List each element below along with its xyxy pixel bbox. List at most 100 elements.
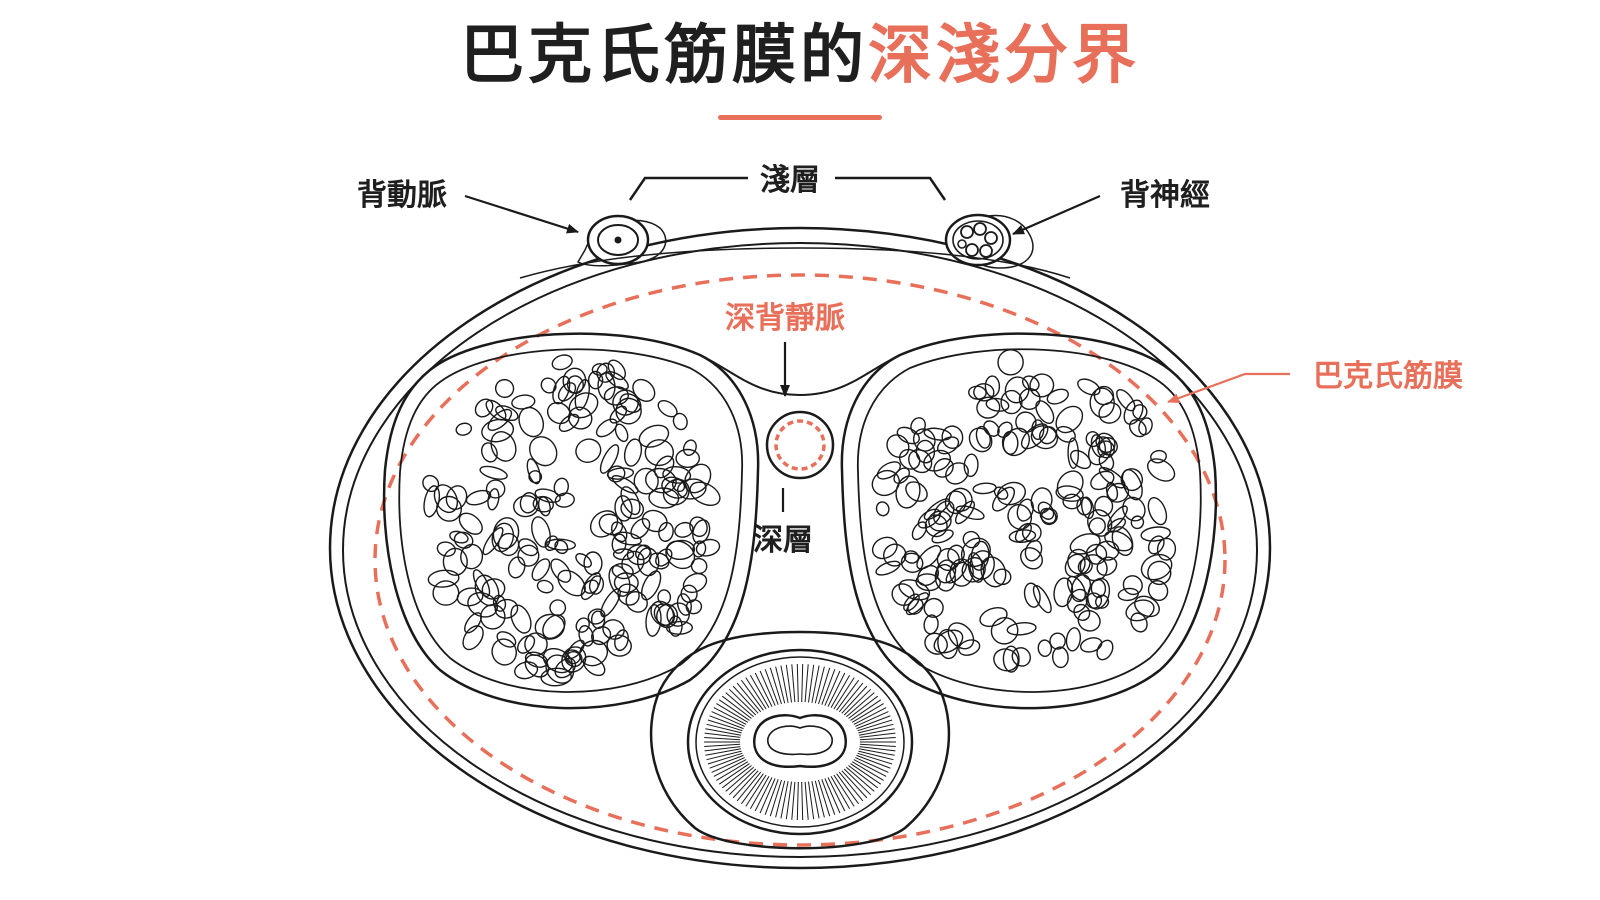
tissue-cell bbox=[526, 458, 541, 485]
tissue-cell bbox=[883, 543, 907, 567]
tissue-cell bbox=[875, 501, 890, 517]
tissue-cell bbox=[1032, 584, 1052, 614]
tissue-cell bbox=[562, 367, 587, 394]
spongiosum-ray bbox=[818, 779, 831, 817]
tissue-cell bbox=[1004, 376, 1030, 404]
spongiosum-ray bbox=[780, 781, 789, 819]
tissue-cell bbox=[645, 467, 677, 494]
tissue-cell bbox=[955, 505, 985, 521]
tissue-cell bbox=[600, 588, 621, 618]
tissue-cell bbox=[871, 536, 898, 560]
spongiosum-ray bbox=[749, 776, 770, 810]
tissue-cell bbox=[621, 550, 645, 575]
tissue-cell bbox=[596, 362, 616, 383]
tissue-cell bbox=[967, 552, 985, 583]
spongiosum-ray bbox=[857, 719, 893, 732]
tissue-cell bbox=[518, 538, 539, 557]
tissue-cell bbox=[611, 533, 627, 554]
tissue-cell bbox=[923, 498, 951, 521]
spongiosum-ray bbox=[740, 679, 764, 711]
spongiosum-ray bbox=[775, 666, 786, 704]
tissue-cell bbox=[645, 604, 662, 637]
tissue-cell bbox=[1147, 535, 1165, 555]
dorsal-nerve-label: 背神經 bbox=[1120, 178, 1210, 213]
tissue-cell bbox=[620, 486, 641, 516]
tissue-cell bbox=[695, 538, 721, 557]
tissue-cell bbox=[984, 375, 1001, 398]
tissue-cell bbox=[1147, 560, 1172, 586]
tissue-cell bbox=[479, 465, 508, 480]
spongiosum-ray bbox=[848, 695, 879, 719]
tissue-cell bbox=[980, 556, 1007, 588]
superficial-layer-bracket bbox=[628, 176, 947, 201]
tissue-cell bbox=[658, 521, 674, 542]
tissue-cell bbox=[1120, 468, 1144, 492]
spongiosum-ray bbox=[775, 780, 786, 818]
tissue-cell bbox=[675, 448, 701, 468]
tissue-cell bbox=[937, 628, 959, 660]
tissue-cell bbox=[613, 572, 639, 594]
tissue-cell bbox=[1140, 526, 1171, 542]
dorsal-nerve-arrow bbox=[1012, 194, 1101, 236]
tissue-cell bbox=[540, 377, 557, 394]
spongiosum-ray bbox=[785, 781, 792, 820]
tissue-cell bbox=[464, 612, 482, 634]
spongiosum-ray bbox=[705, 728, 741, 736]
spongiosum-ray bbox=[732, 685, 759, 714]
tissue-cell bbox=[575, 438, 602, 463]
inner-skin-boundary bbox=[342, 242, 1258, 858]
tissue-cell bbox=[494, 598, 519, 619]
tissue-cell bbox=[871, 469, 900, 497]
tissue-cell bbox=[599, 444, 620, 474]
tissue-cell bbox=[1023, 582, 1041, 608]
tissue-cell bbox=[611, 562, 634, 580]
tissue-cell bbox=[895, 475, 921, 509]
tissue-cell bbox=[937, 436, 960, 455]
tissue-cell bbox=[990, 617, 1019, 645]
tissue-cell bbox=[657, 400, 678, 418]
spongiosum-ray bbox=[736, 682, 762, 713]
tissue-cell bbox=[1156, 537, 1177, 561]
spongiosum-ray bbox=[838, 682, 864, 713]
tissue-cell bbox=[630, 518, 651, 540]
tissue-cell bbox=[1107, 505, 1128, 530]
tissue-cell bbox=[550, 558, 572, 583]
tissue-cell bbox=[1062, 493, 1082, 510]
tissue-cell bbox=[961, 557, 986, 583]
tissue-cell bbox=[462, 625, 484, 651]
tissue-cell bbox=[507, 556, 526, 579]
tissue-cell bbox=[672, 412, 688, 431]
tissue-cell bbox=[1067, 548, 1091, 575]
tissue-cell bbox=[524, 651, 548, 668]
tissue-cell bbox=[896, 426, 920, 445]
tissue-cell bbox=[534, 488, 561, 503]
tissue-cell bbox=[898, 448, 921, 470]
spongiosum-ray bbox=[791, 664, 796, 703]
spongiosum-ray bbox=[850, 763, 882, 785]
spongiosum-ray bbox=[707, 752, 743, 765]
tissue-cell bbox=[497, 532, 520, 557]
tissue-cell bbox=[958, 639, 981, 656]
spongiosum-ray bbox=[808, 781, 815, 820]
tissue-cell bbox=[1006, 622, 1037, 636]
tissue-cell bbox=[1122, 496, 1146, 522]
tissue-cell bbox=[614, 629, 629, 652]
spongiosum-ray bbox=[853, 759, 887, 777]
tissue-cell bbox=[557, 569, 586, 597]
tissue-cell bbox=[1132, 404, 1148, 420]
tissue-cell bbox=[546, 538, 576, 551]
tissue-cell bbox=[676, 478, 707, 500]
spongiosum-ray bbox=[764, 669, 779, 705]
tissue-cell bbox=[662, 478, 690, 506]
tissue-cell bbox=[1011, 647, 1031, 667]
tissue-cell bbox=[494, 378, 515, 399]
tissue-cell bbox=[1080, 496, 1095, 520]
spongiosum-ray bbox=[848, 765, 879, 789]
erectile-tissue-right bbox=[871, 349, 1177, 673]
tissue-cell bbox=[1014, 522, 1032, 543]
tissue-cell bbox=[482, 526, 504, 556]
tissue-cell bbox=[1031, 419, 1045, 441]
spongiosum-ray bbox=[780, 665, 789, 703]
tissue-cell bbox=[553, 477, 569, 497]
